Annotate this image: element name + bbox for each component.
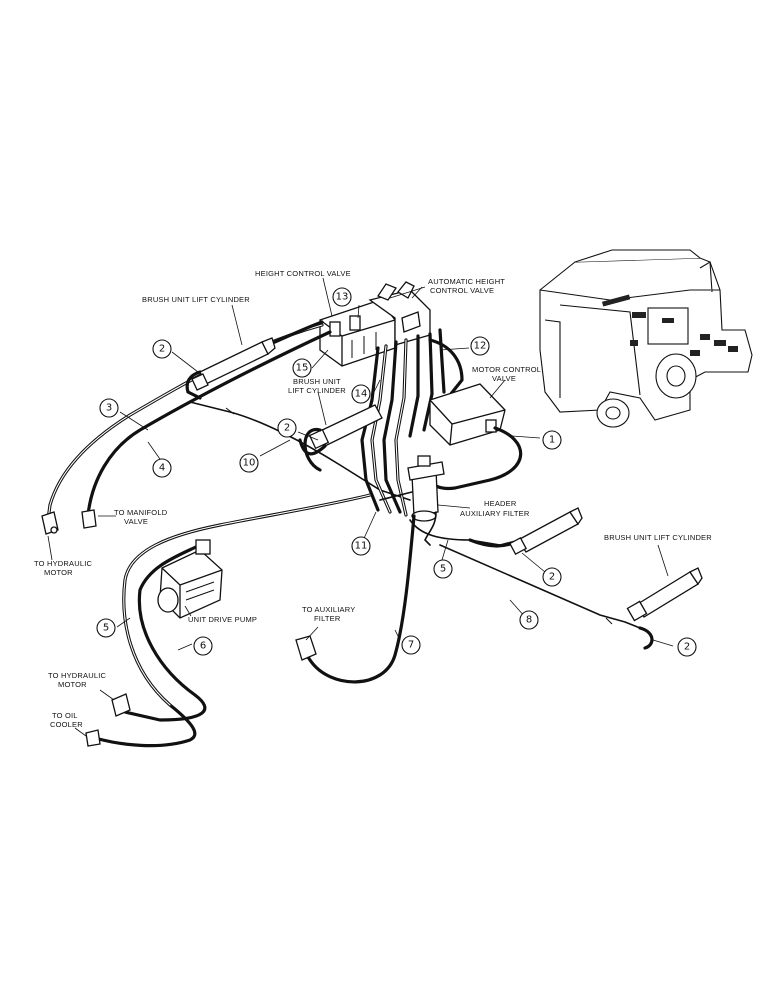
callout-14: 14 <box>351 384 371 404</box>
text-labels: HEIGHT CONTROL VALVE AUTOMATIC HEIGHT CO… <box>34 269 712 729</box>
callout-2-right-a: 2 <box>542 567 562 587</box>
callout-1: 1 <box>542 430 562 450</box>
svg-text:6: 6 <box>200 641 206 652</box>
label-to-hydraulic-left-line2: MOTOR <box>44 568 73 577</box>
callout-2-top: 2 <box>152 339 172 359</box>
svg-text:14: 14 <box>355 389 368 400</box>
label-automatic-height-control-valve-line2: CONTROL VALVE <box>430 286 494 295</box>
label-to-manifold-line2: VALVE <box>124 517 148 526</box>
label-motor-control-line1: MOTOR CONTROL <box>472 365 541 374</box>
callout-2-mid: 2 <box>277 418 297 438</box>
label-brush-unit-lift-cylinder-top: BRUSH UNIT LIFT CYLINDER <box>142 295 250 304</box>
svg-text:4: 4 <box>159 463 165 474</box>
label-lift-cylinder-line2: LIFT CYLINDER <box>288 386 346 395</box>
leader-lines <box>47 277 674 737</box>
callout-6: 6 <box>193 636 213 656</box>
unit-drive-pump <box>157 539 223 619</box>
to-hydraulic-motor-left-fitting <box>41 511 59 535</box>
callout-13: 13 <box>332 287 352 307</box>
callout-10: 10 <box>239 453 259 473</box>
svg-text:2: 2 <box>549 572 555 583</box>
label-height-control-valve: HEIGHT CONTROL VALVE <box>255 269 351 278</box>
hose-bundle-14 <box>360 328 446 517</box>
label-automatic-height-control-valve-line1: AUTOMATIC HEIGHT <box>428 277 505 286</box>
brush-unit-lift-cylinder-right-a <box>509 507 583 555</box>
label-to-hydraulic-bottom-line2: MOTOR <box>58 680 87 689</box>
to-manifold-valve-fitting <box>81 509 97 529</box>
label-header-line1: HEADER <box>484 499 517 508</box>
to-auxiliary-filter-fitting <box>295 635 317 661</box>
svg-text:3: 3 <box>106 403 112 414</box>
machine-inset <box>539 249 753 428</box>
label-unit-drive-pump: UNIT DRIVE PUMP <box>188 615 257 624</box>
brush-unit-lift-cylinder-right-b <box>626 567 703 622</box>
callout-8: 8 <box>519 610 539 630</box>
label-motor-control-line2: VALVE <box>492 374 516 383</box>
callout-4: 4 <box>152 458 172 478</box>
svg-text:13: 13 <box>336 292 349 303</box>
brush-unit-lift-cylinder-mid <box>298 404 383 472</box>
callout-3: 3 <box>99 398 119 418</box>
to-hydraulic-motor-fitting <box>111 693 131 717</box>
svg-text:15: 15 <box>296 363 309 374</box>
callout-2-right-b: 2 <box>677 637 697 657</box>
hose-7 <box>300 514 416 684</box>
label-brush-unit-lift-cylinder-right: BRUSH UNIT LIFT CYLINDER <box>604 533 712 542</box>
callout-5-left: 5 <box>96 618 116 638</box>
svg-text:2: 2 <box>684 642 690 653</box>
callout-15: 15 <box>292 358 312 378</box>
label-to-manifold-line1: TO MANIFOLD <box>114 508 168 517</box>
svg-text:10: 10 <box>243 458 256 469</box>
label-to-auxiliary-line2: FILTER <box>314 614 341 623</box>
label-to-oil-line1: TO OIL <box>52 711 78 720</box>
hose-12 <box>428 338 464 397</box>
hose-2-right-b <box>638 626 654 650</box>
callouts: 13 2 15 12 14 3 2 1 10 4 11 5 2 8 5 6 7 … <box>96 287 697 657</box>
svg-text:2: 2 <box>284 423 290 434</box>
to-oil-cooler-fitting <box>85 729 101 747</box>
header-auxiliary-filter <box>407 455 445 522</box>
motor-control-valve <box>429 383 506 446</box>
filter-connector-tubes <box>379 491 437 546</box>
svg-text:5: 5 <box>440 564 446 575</box>
svg-text:8: 8 <box>526 615 532 626</box>
label-to-auxiliary-line1: TO AUXILIARY <box>302 605 355 614</box>
callout-5-mid: 5 <box>433 559 453 579</box>
svg-text:2: 2 <box>159 344 165 355</box>
label-auxiliary-filter-line2: AUXILIARY FILTER <box>460 509 530 518</box>
label-to-hydraulic-left-line1: TO HYDRAULIC <box>34 559 92 568</box>
callout-12: 12 <box>470 336 490 356</box>
tube-8 <box>439 544 641 629</box>
svg-text:7: 7 <box>408 640 414 651</box>
label-brush-unit-line1: BRUSH UNIT <box>293 377 341 386</box>
hose-5-left <box>93 493 372 748</box>
label-to-oil-line2: COOLER <box>50 720 83 729</box>
callout-7: 7 <box>401 635 421 655</box>
brush-unit-lift-cylinder-top <box>191 337 276 391</box>
svg-text:11: 11 <box>355 541 368 552</box>
hose-4 <box>86 330 332 517</box>
svg-text:12: 12 <box>474 341 487 352</box>
label-to-hydraulic-bottom-line1: TO HYDRAULIC <box>48 671 106 680</box>
hose-6 <box>123 543 207 722</box>
callout-11: 11 <box>351 536 371 556</box>
svg-text:5: 5 <box>103 623 109 634</box>
svg-text:1: 1 <box>549 435 555 446</box>
